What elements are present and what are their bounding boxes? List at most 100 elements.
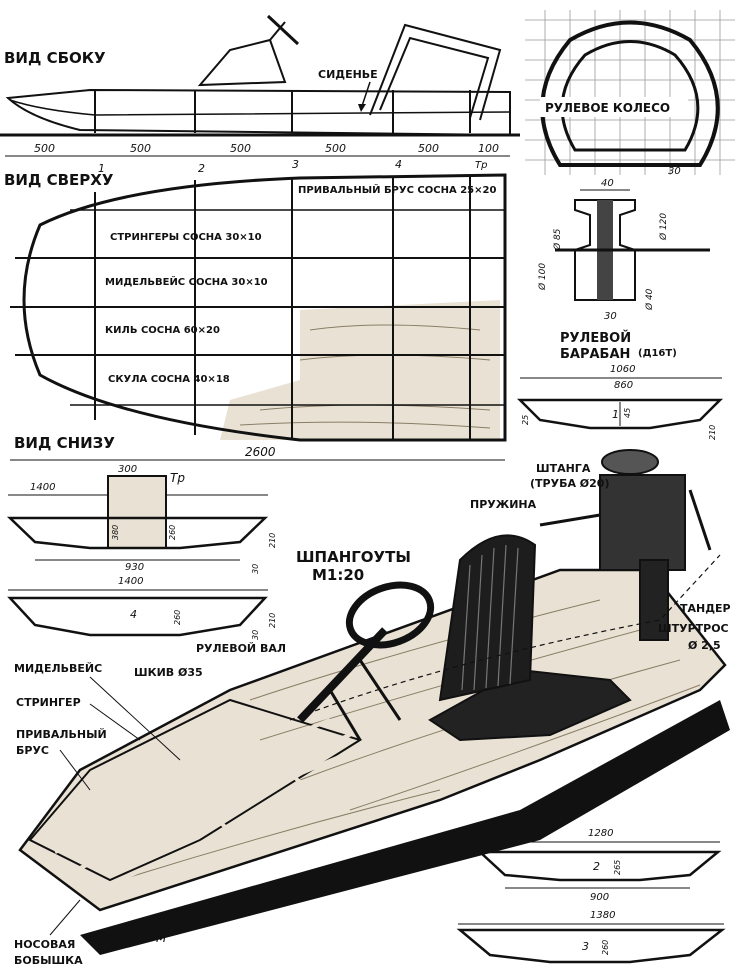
steering-rod: [539, 513, 601, 527]
drum-title-2: БАРАБАН: [560, 347, 630, 362]
leader-midship: [89, 676, 181, 761]
f4-right: 210: [268, 613, 277, 628]
station-4: 4: [395, 158, 402, 171]
side-view-title: ВИД СБОКУ: [4, 49, 106, 67]
drum-d85: Ø 85: [552, 228, 563, 251]
f4-index: 4: [130, 608, 137, 621]
hull-shadow: [80, 700, 730, 955]
tr-shape: [6, 516, 269, 550]
bow-label-1: НОСОВАЯ: [14, 938, 75, 951]
top-view-title: ВИД СВЕРХУ: [4, 171, 114, 189]
stringers-label: СТРИНГЕРЫ СОСНА 30×10: [110, 232, 262, 243]
drum-material: (Д16Т): [638, 348, 677, 359]
tr-right: 210: [268, 533, 277, 548]
frames-title-1: ШПАНГОУТЫ: [296, 548, 411, 566]
frame-3-detail: 1380 3 260: [456, 910, 726, 964]
drum-body: [574, 199, 636, 301]
tr-label: Тр: [170, 471, 185, 485]
steering-wheel-iso: [345, 581, 435, 649]
wheel-outer: [540, 20, 720, 167]
drum-d100: Ø 100: [537, 263, 548, 291]
keel-label: КИЛЬ СОСНА 60×20: [105, 325, 220, 336]
hull-plan-outline: [22, 173, 507, 442]
f3-h: 260: [601, 940, 610, 955]
wheel-label: РУЛЕВОЕ КОЛЕСО: [545, 101, 670, 115]
spacing-5: 500: [418, 142, 439, 155]
gunwale-label: ПРИВАЛЬНЫЙ БРУС СОСНА 25×20: [298, 183, 496, 196]
spacing-6: 100: [478, 142, 499, 155]
drum-bottom: 30: [604, 311, 617, 322]
steering-drum-detail: 40 Ø 85 Ø 100 Ø 120 Ø 40 30 РУЛЕВОЙ БАРА…: [537, 178, 710, 362]
console-leg-1: [358, 659, 402, 721]
f1-side: 25: [521, 415, 530, 425]
bottom-planking: [220, 300, 500, 440]
tr-h1: 380: [111, 525, 120, 540]
seat: [438, 534, 537, 702]
f4-small: 30: [251, 630, 260, 640]
wheel-label-bg: [540, 97, 688, 117]
side-view: ВИД СБОКУ СИДЕНЬЕ: [0, 14, 520, 137]
f2-shape: [476, 850, 722, 882]
frames-title-2: М1:20: [312, 566, 364, 584]
spring-label: ПРУЖИНА: [470, 498, 537, 511]
wheel-inner: [560, 40, 700, 152]
transom-frame-detail: 300 Тр 1400 380 260 210 930 30: [6, 464, 277, 574]
console-leg-2: [328, 689, 362, 741]
frame-4-detail: 1400 4 260 210 30: [7, 576, 277, 640]
f1-h: 45: [623, 408, 632, 418]
spacing-4: 500: [325, 142, 346, 155]
f1-shape: [516, 398, 724, 430]
seat-side-inner: [379, 36, 490, 119]
f1-top: 1060: [610, 364, 635, 375]
hull-side-outline: [5, 88, 511, 137]
boat-isometric: [18, 449, 730, 955]
rod-label-1: ШТАНГА: [536, 462, 591, 475]
f2-top: 1280: [588, 828, 613, 839]
engine-block: [599, 474, 686, 571]
gunwale-iso-label-1: ПРИВАЛЬНЫЙ: [16, 728, 107, 741]
tr-width: 300: [118, 464, 137, 475]
rod-label-2: (ТРУБА Ø20): [530, 477, 610, 490]
engine-leg: [639, 559, 669, 641]
overall-length: 2600: [245, 445, 276, 459]
tr-h2: 260: [168, 525, 177, 540]
corner-mark: М: [156, 931, 167, 945]
f4-h: 260: [173, 610, 182, 625]
top-bottom-view: ВИД СВЕРХУ ВИД СНИЗУ ПРИВАЛЬНЫЙ БРУС СОС…: [4, 171, 507, 461]
drum-width: 40: [601, 178, 614, 189]
f1-right: 210: [708, 425, 717, 440]
spacing-2: 500: [130, 142, 151, 155]
station-tr: Тр: [475, 160, 487, 171]
isometric-labels: ШТАНГА (ТРУБА Ø20) ПРУЖИНА ТАНДЕР ШТУРТР…: [14, 462, 731, 967]
station-1: 1: [98, 162, 105, 175]
station-3: 3: [292, 158, 299, 171]
seat-label: СИДЕНЬЕ: [318, 68, 378, 81]
steering-cable: [289, 554, 721, 721]
bottom-view-title: ВИД СНИЗУ: [14, 434, 115, 452]
steering-column-side: [269, 21, 286, 41]
f2-h: 265: [613, 860, 622, 875]
outboard-motor: [599, 449, 712, 641]
steering-wheel-detail: РУЛЕВОЕ КОЛЕСО 30: [525, 10, 735, 177]
frame-2-detail: 1280 2 265 900: [476, 828, 722, 903]
spacing-3: 500: [230, 142, 251, 155]
tr-bottom: 930: [125, 562, 144, 573]
seat-arrow: [358, 104, 366, 112]
f3-shape: [456, 928, 726, 964]
f4-shape: [7, 596, 268, 637]
cable-label-1: ШТУРТРОС: [658, 622, 729, 635]
drum-d40: Ø 40: [644, 288, 655, 311]
midship-iso-label: МИДЕЛЬВЕЙС: [14, 662, 102, 675]
pulley-label: ШКИВ Ø35: [134, 666, 203, 679]
seat-leader: [361, 81, 371, 107]
spacing-dimensions: 500 500 500 500 500 100 1 2 3 4 Тр: [5, 142, 510, 175]
f1-bottom: 860: [614, 380, 633, 391]
cable-label-2: Ø 2,5: [688, 639, 721, 652]
tiller: [688, 489, 712, 551]
seat-side: [369, 23, 502, 121]
station-2: 2: [198, 162, 205, 175]
f3-index: 3: [582, 940, 589, 953]
frame-1-detail: 1060 860 1 45 25 210: [516, 364, 724, 440]
drum-title-1: РУЛЕВОЙ: [560, 330, 631, 346]
